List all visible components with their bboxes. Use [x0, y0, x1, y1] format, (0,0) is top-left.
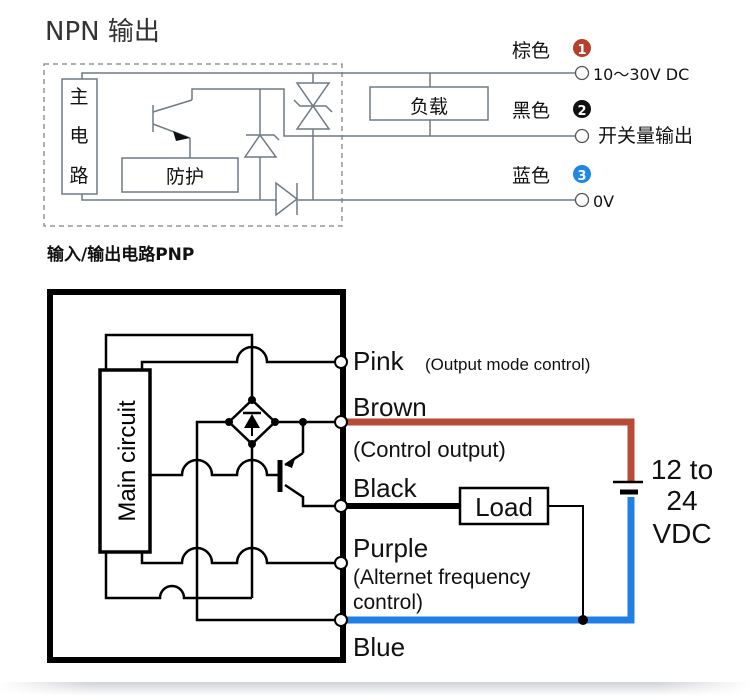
- badge-3-number: 3: [577, 169, 586, 184]
- npn-wire-2-color: 黑色: [512, 100, 550, 122]
- pnp-main-circuit-label: Main circuit: [114, 400, 141, 522]
- supply-label-line-3: VDC: [652, 518, 711, 549]
- bridge-diode-icon: [244, 414, 260, 428]
- npn-wire-3-color: 蓝色: [512, 165, 550, 187]
- badge-2-icon: [573, 100, 591, 118]
- pnp-load-label: Load: [475, 492, 533, 522]
- npn-emitter-arrow: [173, 131, 190, 141]
- internal-junction-dots: [225, 396, 307, 448]
- npn-terminal-brown: [574, 65, 590, 81]
- pnp-sensor-housing: [47, 289, 346, 663]
- npn-main-circuit-box: [61, 78, 98, 195]
- load-return-wire: [548, 505, 584, 620]
- npn-load-box: [369, 86, 489, 121]
- npn-main-circuit-char-3: 路: [69, 165, 88, 187]
- purple-wire-note-1: (Alternet frequency: [353, 566, 531, 589]
- npn-terminal-blue: [574, 192, 590, 208]
- npn-wire-1-color: 棕色: [512, 40, 550, 62]
- badge-1-number: 1: [577, 43, 586, 58]
- npn-wire-1-terminal: 10～30V DC: [593, 65, 689, 84]
- pnp-emitter-arrow: [285, 456, 296, 468]
- badge-3-icon: [573, 165, 591, 183]
- brown-wire: [343, 418, 635, 482]
- purple-wire-note-2: control): [353, 591, 423, 614]
- sensor-enclosure-dashed: [43, 63, 343, 227]
- pnp-internal-wiring: [98, 333, 343, 622]
- npn-load-label: 负载: [410, 96, 448, 118]
- junction-dot: [578, 615, 588, 625]
- brown-wire-label: Brown: [353, 392, 427, 422]
- bottom-shadow: [0, 682, 750, 696]
- npn-main-circuit-char-2: 电: [69, 125, 88, 147]
- pink-wire-label: Pink: [353, 346, 405, 376]
- npn-protection-box: [121, 157, 239, 193]
- black-wire-label: Black: [353, 473, 418, 503]
- npn-wire-3-terminal: 0V: [593, 192, 614, 211]
- supply-label-line-2: 24: [666, 485, 697, 516]
- brown-wire-note: (Control output): [353, 437, 506, 462]
- blue-wire: [343, 497, 635, 624]
- npn-wire-2-terminal: 开关量输出: [598, 125, 693, 147]
- npn-protection-label: 防护: [166, 166, 204, 188]
- pnp-main-circuit-box: [98, 368, 152, 554]
- badge-1-icon: [573, 39, 591, 57]
- badge-2-number: 2: [577, 104, 586, 119]
- pnp-terminals: [334, 355, 348, 627]
- purple-wire-label: Purple: [353, 533, 428, 563]
- npn-title: NPN 输出: [45, 17, 160, 47]
- pnp-load-box: [458, 486, 550, 526]
- supply-label-line-1: 12 to: [651, 454, 713, 485]
- blue-wire-label: Blue: [353, 632, 405, 662]
- pnp-title: 输入/输出电路PNP: [47, 244, 194, 265]
- npn-main-circuit-char-1: 主: [69, 86, 88, 108]
- pink-wire-note: (Output mode control): [425, 355, 590, 374]
- npn-circuit-lines: [61, 72, 575, 217]
- npn-terminal-black: [574, 128, 590, 144]
